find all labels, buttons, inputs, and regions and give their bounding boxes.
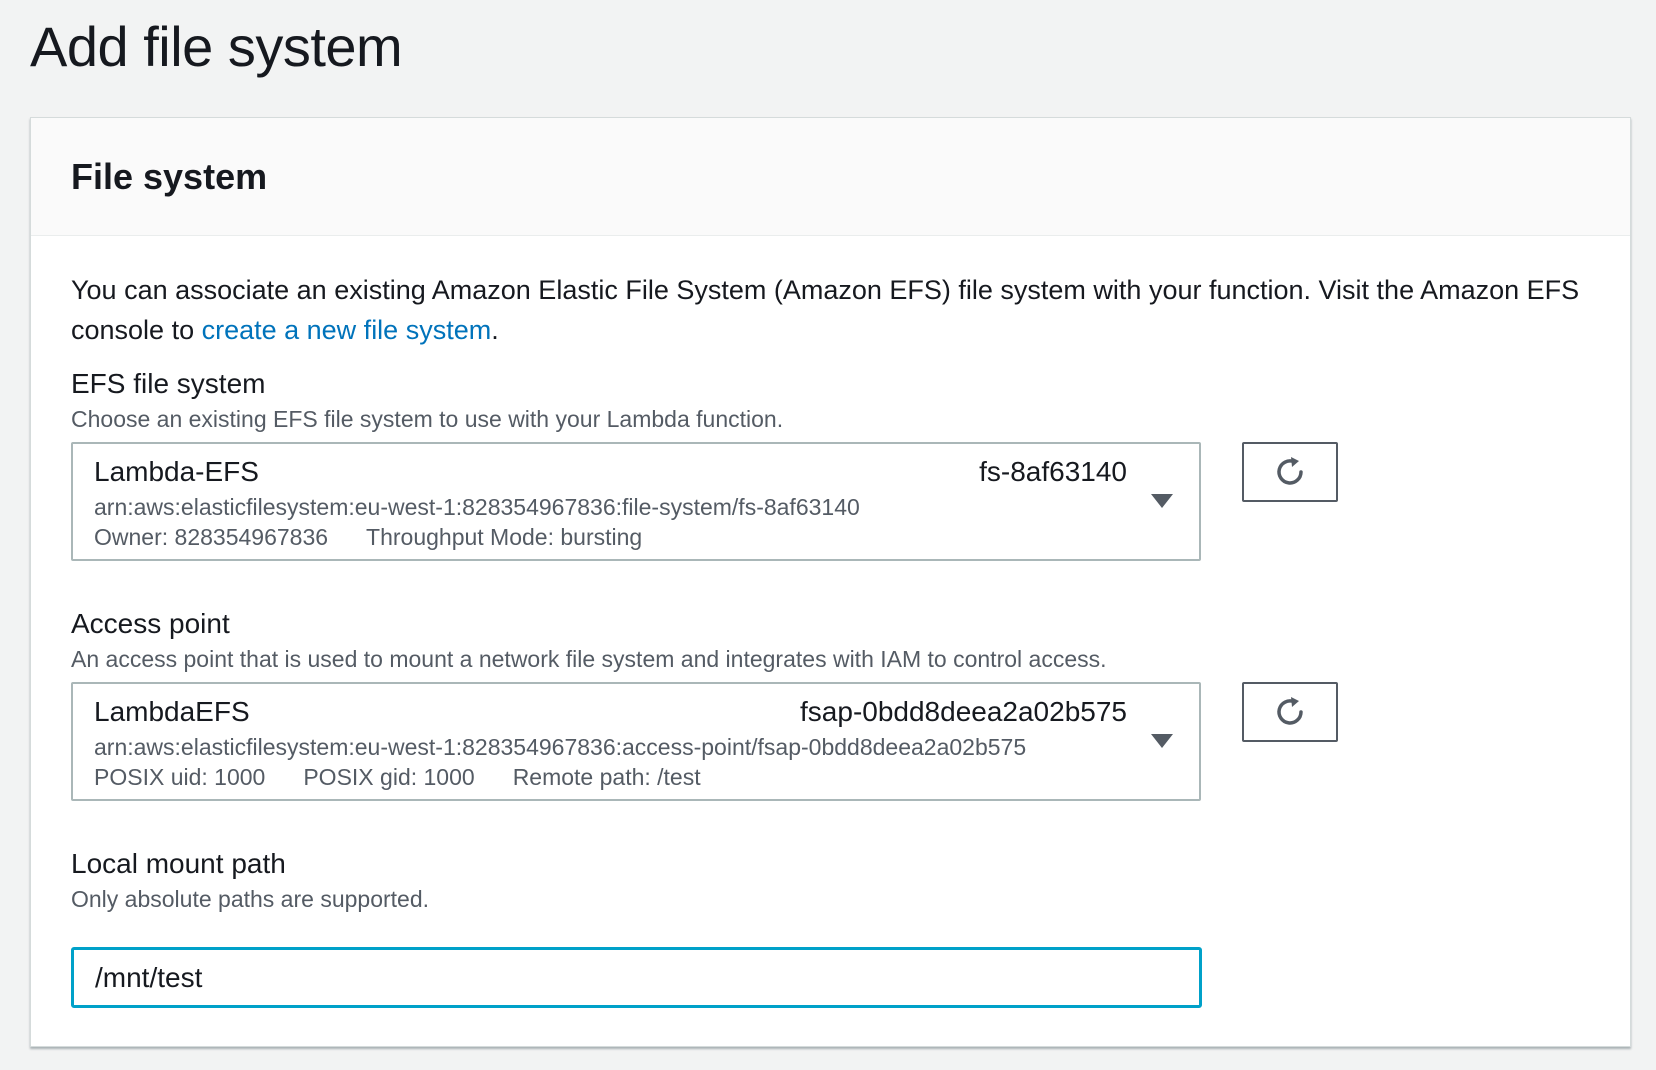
access-point-field-description: An access point that is used to mount a … xyxy=(71,646,1107,672)
mount-path-field-description: Only absolute paths are supported. xyxy=(71,886,430,912)
access-point-selected-arn: arn:aws:elasticfilesystem:eu-west-1:8283… xyxy=(94,734,1027,760)
page-title: Add file system xyxy=(30,15,403,78)
panel-title: File system xyxy=(71,156,268,197)
efs-throughput-mode: Throughput Mode: bursting xyxy=(366,524,643,550)
panel-header: File system xyxy=(31,118,1630,236)
caret-down-icon xyxy=(1151,734,1173,748)
intro-text: You can associate an existing Amazon Ela… xyxy=(71,270,1601,350)
efs-owner: Owner: 828354967836 xyxy=(94,524,329,550)
access-point-selected-meta: POSIX uid: 1000 POSIX gid: 1000 Remote pat… xyxy=(94,764,739,791)
file-system-panel: File system You can associate an existin… xyxy=(30,117,1631,1047)
efs-file-system-select[interactable]: Lambda-EFS fs-8af63140 arn:aws:elasticfi… xyxy=(71,442,1201,561)
access-point-selected-id: fsap-0bdd8deea2a02b575 xyxy=(800,696,1127,727)
access-point-selected-name: LambdaEFS xyxy=(94,696,250,727)
refresh-icon xyxy=(1277,697,1303,725)
mount-path-field-label: Local mount path xyxy=(71,848,286,879)
posix-gid: POSIX gid: 1000 xyxy=(303,764,475,790)
efs-refresh-button[interactable] xyxy=(1242,442,1338,502)
efs-field-description: Choose an existing EFS file system to us… xyxy=(71,406,784,432)
efs-field-label: EFS file system xyxy=(71,368,266,399)
access-point-refresh-button[interactable] xyxy=(1242,682,1338,742)
efs-selected-id: fs-8af63140 xyxy=(979,456,1127,487)
create-file-system-link[interactable]: create a new file system xyxy=(201,315,492,345)
intro-text-part-2: . xyxy=(491,315,499,345)
efs-selected-name: Lambda-EFS xyxy=(94,456,259,487)
efs-selected-meta: Owner: 828354967836 Throughput Mode: burs… xyxy=(94,524,680,551)
intro-text-part-1: You can associate an existing Amazon Ela… xyxy=(71,275,1580,345)
posix-uid: POSIX uid: 1000 xyxy=(94,764,266,790)
access-point-select[interactable]: LambdaEFS fsap-0bdd8deea2a02b575 arn:aws… xyxy=(71,682,1201,801)
refresh-icon xyxy=(1277,457,1303,485)
access-point-field-label: Access point xyxy=(71,608,230,639)
caret-down-icon xyxy=(1151,494,1173,508)
efs-selected-arn: arn:aws:elasticfilesystem:eu-west-1:8283… xyxy=(94,494,860,520)
local-mount-path-input[interactable] xyxy=(71,947,1202,1008)
remote-path: Remote path: /test xyxy=(512,764,701,790)
